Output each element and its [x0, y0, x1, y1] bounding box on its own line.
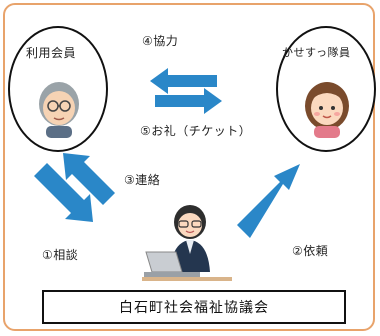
- step-consult-label: ①相談: [42, 248, 79, 262]
- cooperate-arrow: [150, 68, 217, 94]
- council-box: 白石町社会福祉協議会: [42, 290, 346, 324]
- female-volunteer-icon: [305, 82, 349, 138]
- team-member-label: かせすっ隊員: [282, 46, 351, 59]
- elderly-person-icon: [39, 82, 79, 138]
- step-thanks-label: ⑤お礼（チケット）: [140, 124, 252, 138]
- council-staff-icon: [142, 205, 232, 281]
- team-member-node: かせすっ隊員: [276, 26, 376, 152]
- consult-arrow: [34, 163, 93, 222]
- member-label: 利用会員: [26, 46, 77, 60]
- member-node: 利用会員: [8, 26, 108, 152]
- diagram-frame: [3, 3, 375, 331]
- step-contact-label: ③連絡: [124, 173, 161, 187]
- request-arrow: [237, 164, 300, 238]
- step-cooperate-label: ④協力: [142, 34, 179, 48]
- step-request-label: ②依頼: [292, 244, 329, 258]
- council-label: 白石町社会福祉協議会: [119, 300, 269, 316]
- contact-arrow: [63, 153, 115, 205]
- thanks-arrow: [155, 88, 222, 114]
